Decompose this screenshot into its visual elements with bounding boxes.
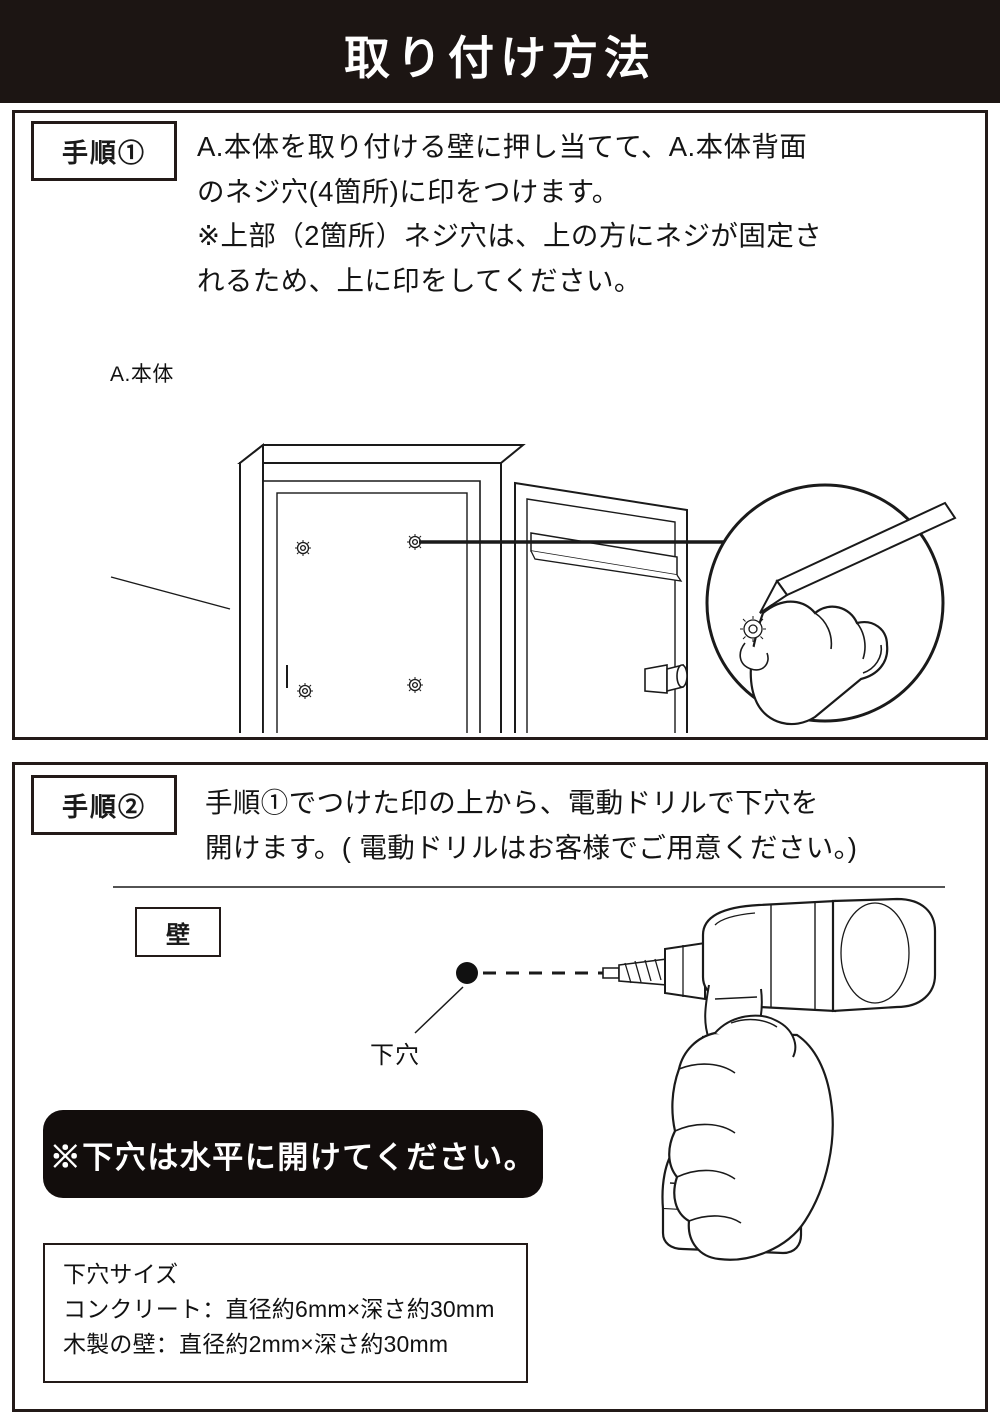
label-body: A.本体: [110, 363, 174, 386]
cabinet-illustration: [15, 313, 985, 733]
drill-illustration: [15, 865, 985, 1285]
size-box-line-concrete: コンクリート：直径約6mm×深さ約30mm: [63, 1295, 495, 1322]
label-wall: 壁: [135, 907, 221, 957]
notice-banner: ※下穴は水平に開けてください。: [43, 1110, 543, 1198]
page-header: 取り付け方法: [0, 0, 1000, 103]
label-pilot-hole: 下穴: [370, 1042, 420, 1069]
pilot-hole-size-box: 下穴サイズ コンクリート：直径約6mm×深さ約30mm 木製の壁：直径約2mm×…: [43, 1243, 528, 1383]
page-title: 取り付け方法: [344, 32, 656, 84]
step-1-badge: 手順①: [31, 121, 177, 181]
step-2-badge: 手順②: [31, 775, 177, 835]
size-box-title: 下穴サイズ: [63, 1261, 179, 1287]
step-1-panel: 手順① A.本体を取り付ける壁に押し当てて、A.本体背面 のネジ穴(4箇所)に印…: [12, 110, 988, 740]
step-1-text: A.本体を取り付ける壁に押し当てて、A.本体背面 のネジ穴(4箇所)に印をつけま…: [197, 131, 823, 296]
step-2-panel: 手順② 手順①でつけた印の上から、電動ドリルで下穴を 開けます。( 電動ドリルは…: [12, 762, 988, 1412]
size-box-line-wood: 木製の壁：直径約2mm×深さ約30mm: [63, 1330, 449, 1357]
step-2-text: 手順①でつけた印の上から、電動ドリルで下穴を 開けます。( 電動ドリルはお客様で…: [205, 787, 858, 863]
